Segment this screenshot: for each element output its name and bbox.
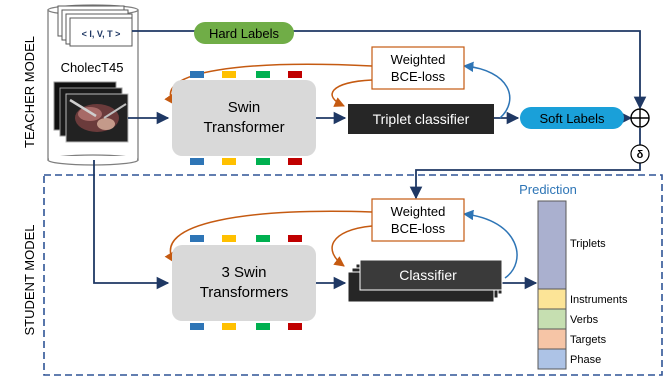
student-classifier-text: Classifier	[399, 267, 457, 283]
patch-token-2	[222, 158, 236, 165]
hard-labels-box	[194, 22, 294, 44]
annotation-triplet-text: < I, V, T >	[82, 29, 121, 39]
hard-labels-text: Hard Labels	[209, 26, 280, 41]
patch-token-1	[190, 71, 204, 78]
surgical-video-frames	[53, 81, 129, 143]
patch-token-3	[256, 323, 270, 330]
patch-token-4	[288, 158, 302, 165]
prediction-segment-targets	[537, 328, 567, 350]
student-section-frame	[43, 174, 663, 376]
triplet-classifier-box	[348, 104, 494, 134]
student-classifier-stack	[347, 259, 503, 303]
student-section-label: STUDENT MODEL	[22, 225, 37, 336]
teacher-backbone-line2: Transformer	[203, 119, 284, 136]
dataset-label: CholecT45	[61, 60, 124, 75]
teacher-loss-line2: BCE-loss	[391, 69, 446, 84]
teacher-swin-transformer-box	[172, 80, 316, 156]
teacher-loss-line1: Weighted	[391, 52, 446, 67]
teacher-backbone-line1: Swin	[228, 99, 261, 116]
student-token-row-top	[190, 235, 302, 242]
prediction-label-instruments: Instruments	[570, 294, 628, 306]
patch-token-4	[288, 71, 302, 78]
student-backbone-line2: Transformers	[200, 284, 289, 301]
patch-token-3	[256, 71, 270, 78]
student-backbone-line1: 3 Swin	[221, 264, 266, 281]
combine-operator-icon	[630, 108, 650, 128]
triplet-classifier-text: Triplet classifier	[373, 111, 470, 127]
delta-circle	[630, 144, 650, 164]
teacher-loss-to-backbone-arrow	[164, 63, 373, 105]
delta-to-student-loss-arrow	[409, 163, 641, 200]
hard-labels-line	[132, 30, 647, 110]
patch-token-3	[256, 235, 270, 242]
annotation-document-stack: < I, V, T >	[57, 5, 133, 47]
teacher-loss-to-classifier-arrow	[331, 79, 373, 107]
prediction-label-verbs: Verbs	[570, 314, 599, 326]
student-swin-transformers-box	[172, 245, 316, 321]
student-loss-line2: BCE-loss	[391, 221, 446, 236]
teacher-section-label: TEACHER MODEL	[22, 36, 37, 148]
teacher-token-row-top	[190, 71, 302, 78]
prediction-title: Prediction	[519, 182, 577, 197]
patch-token-1	[190, 323, 204, 330]
delta-symbol: δ	[637, 149, 644, 161]
student-loss-box	[371, 198, 465, 242]
patch-token-4	[288, 235, 302, 242]
student-loss-to-classifier-arrow	[331, 225, 373, 267]
student-token-row-bottom	[190, 323, 302, 330]
classifier-to-teacher-loss-arrow	[462, 61, 511, 119]
patch-token-2	[222, 235, 236, 242]
prediction-label-phase: Phase	[570, 354, 601, 366]
teacher-loss-box	[371, 46, 465, 90]
patch-token-1	[190, 158, 204, 165]
student-loss-to-backbone-arrow	[164, 210, 373, 263]
prediction-segment-phase	[537, 348, 567, 370]
prediction-label-triplets: Triplets	[570, 238, 606, 250]
soft-labels-box	[520, 107, 624, 129]
patch-token-3	[256, 158, 270, 165]
patch-token-2	[222, 323, 236, 330]
patch-token-1	[190, 235, 204, 242]
prediction-segment-instruments	[537, 288, 567, 310]
patch-token-2	[222, 71, 236, 78]
student-loss-line1: Weighted	[391, 204, 446, 219]
prediction-segment-verbs	[537, 308, 567, 330]
patch-token-4	[288, 323, 302, 330]
student-classifier-to-loss-arrow	[462, 209, 518, 279]
teacher-token-row-bottom	[190, 158, 302, 165]
prediction-label-targets: Targets	[570, 334, 607, 346]
dataset-to-student-arrow	[93, 160, 170, 290]
soft-labels-text: Soft Labels	[539, 111, 605, 126]
prediction-segment-triplets	[537, 200, 567, 290]
